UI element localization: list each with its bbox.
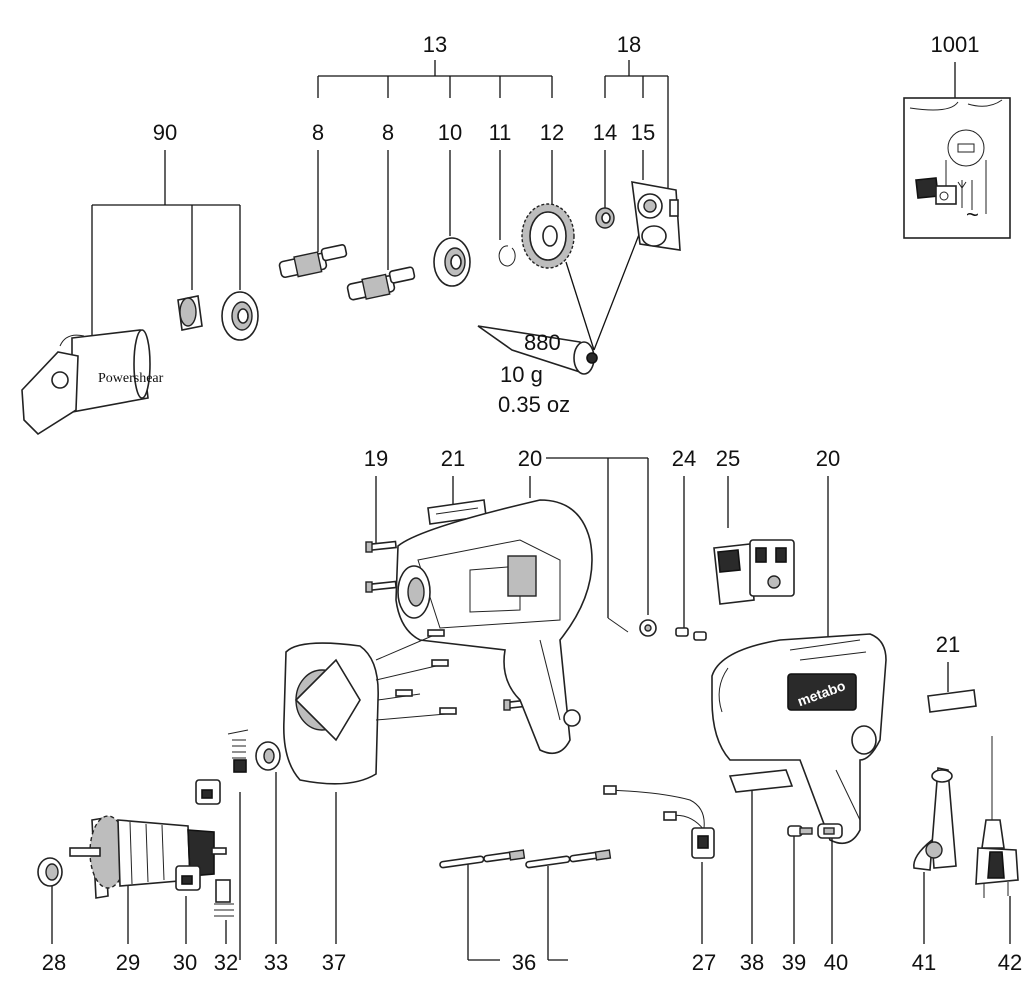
bearing-plate-part-15 [631, 181, 681, 251]
part-number-25: 25 [716, 446, 740, 471]
part-number-11: 11 [489, 120, 512, 145]
part-number-10: 10 [438, 120, 462, 145]
cord-guard-part-41 [913, 767, 957, 871]
grease-tube: 880 10 g 0.35 oz [477, 325, 598, 417]
part-number-38: 38 [740, 950, 764, 975]
bearing-part-28 [37, 857, 63, 887]
gear-part-12 [521, 203, 575, 269]
spindle-part-8-b [346, 266, 416, 301]
setscrews-part-24 [675, 627, 707, 641]
ac-symbol: ~ [966, 202, 979, 227]
leader-group-13 [317, 60, 553, 98]
field-coil-part-37 [283, 629, 457, 785]
powershear-label: Powershear [98, 371, 164, 386]
switch-part-25 [713, 539, 795, 605]
grease-weight-oz-label: 0.35 oz [498, 392, 570, 417]
part-number-39: 39 [782, 950, 806, 975]
drill-housing-part-20-b: metabo [711, 633, 887, 845]
wiring-diagram-part-1001: 1001 ~ [903, 32, 1011, 239]
part-number-13: 13 [423, 32, 447, 57]
part-number-41: 41 [912, 950, 936, 975]
leaders-top-row [91, 150, 644, 351]
part-number-27: 27 [692, 950, 716, 975]
part-number-19: 19 [364, 446, 388, 471]
part-number-32: 32 [214, 950, 238, 975]
leaders-middle-row [375, 457, 949, 692]
part-number-18: 18 [617, 32, 641, 57]
clip-part-40 [817, 823, 843, 839]
part-number-1001: 1001 [931, 32, 980, 57]
power-plug-part-42 [975, 736, 1019, 898]
armature-part-29 [69, 815, 227, 899]
part-number-33: 33 [264, 950, 288, 975]
spindle-part-8-a [278, 244, 348, 279]
part-number-20-a: 20 [518, 446, 542, 471]
circlip-part-11 [498, 245, 516, 267]
connector-wires-part-36 [439, 849, 612, 869]
carbon-brush-holders-part-30 [175, 779, 221, 891]
leader-group-18 [604, 60, 669, 188]
part-number-29: 29 [116, 950, 140, 975]
sticker-part-38 [728, 769, 794, 793]
housing-half-part-20-a [395, 499, 593, 755]
part-number-8-b: 8 [382, 120, 394, 145]
screws-part-19 [365, 540, 537, 711]
part-number-12: 12 [540, 120, 564, 145]
needle-bearing-part-14 [595, 207, 615, 229]
part-number-28: 28 [42, 950, 66, 975]
part-number-24: 24 [672, 446, 696, 471]
part-number-37: 37 [322, 950, 346, 975]
brush-wire-part-27 [603, 785, 715, 859]
part-number-20-b: 20 [816, 446, 840, 471]
screws-part-39 [787, 825, 813, 837]
ball-bearing-part-10 [433, 237, 471, 287]
part-number-21-b: 21 [936, 632, 960, 657]
part-number-21-a: 21 [441, 446, 465, 471]
powershear-attachment-part-90: Powershear [21, 291, 259, 436]
grease-weight-g-label: 10 g [500, 362, 543, 387]
part-number-30: 30 [173, 950, 197, 975]
washer-part-33 [255, 741, 281, 771]
part-number-42: 42 [998, 950, 1022, 975]
hook-and-nut-part-20 [607, 617, 657, 637]
part-number-8-a: 8 [312, 120, 324, 145]
leaders-bottom-row [51, 772, 1011, 961]
part-number-40: 40 [824, 950, 848, 975]
carbon-brushes-part-32 [214, 729, 249, 917]
part-number-15: 15 [631, 120, 655, 145]
part-number-14: 14 [593, 120, 617, 145]
part-number-36: 36 [512, 950, 536, 975]
part-number-90: 90 [153, 120, 177, 145]
grease-code-label: 880 [524, 330, 561, 355]
label-sticker-part-21-b [927, 689, 977, 713]
